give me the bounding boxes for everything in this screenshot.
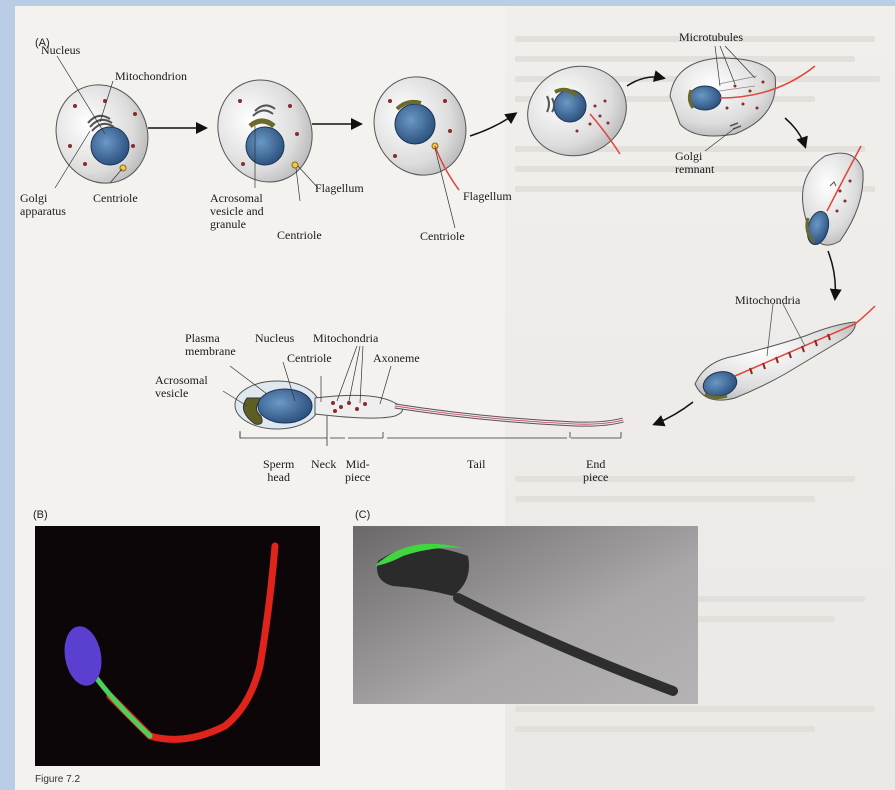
spermatid-stage-6 bbox=[803, 146, 864, 247]
label-acrosomal-vesicle-and-granule: Acrosomal vesicle and granule bbox=[210, 192, 264, 231]
label-centriole-2: Centriole bbox=[277, 229, 322, 242]
label-flagellum-1: Flagellum bbox=[315, 182, 364, 195]
textbook-page: (A) Nucleus Mitochondrion Golgi apparatu… bbox=[15, 6, 895, 790]
label-centriole-3: Centriole bbox=[420, 230, 465, 243]
fluorescent-sperm-micrograph bbox=[35, 526, 320, 766]
figure-caption: Figure 7.2 bbox=[35, 774, 80, 785]
phase-contrast-sperm-micrograph bbox=[353, 526, 698, 704]
label-mitochondria-2: Mitochondria bbox=[313, 332, 378, 345]
label-nucleus-2: Nucleus bbox=[255, 332, 294, 345]
spermatid-stage-7 bbox=[695, 304, 875, 400]
label-axoneme: Axoneme bbox=[373, 352, 420, 365]
label-acrosomal-vesicle: Acrosomal vesicle bbox=[155, 374, 208, 400]
mature-sperm bbox=[223, 346, 623, 446]
label-centriole-4: Centriole bbox=[287, 352, 332, 365]
panel-b-letter: (B) bbox=[33, 509, 48, 521]
window-frame-left bbox=[0, 0, 15, 790]
spermatid-stage-5 bbox=[670, 58, 815, 136]
spermatid-stage-3 bbox=[358, 62, 482, 191]
label-plasma-membrane: Plasma membrane bbox=[185, 332, 236, 358]
spermatid-stage-2 bbox=[201, 64, 328, 197]
spermatid-stage-1 bbox=[40, 70, 164, 199]
label-tail: Tail bbox=[467, 458, 486, 471]
panel-c-letter: (C) bbox=[355, 509, 370, 521]
label-flagellum-2: Flagellum bbox=[463, 190, 512, 203]
label-mitochondria-1: Mitochondria bbox=[735, 294, 800, 307]
label-midpiece: Mid- piece bbox=[345, 458, 370, 484]
spermatid-stage-4 bbox=[515, 53, 639, 170]
label-end-piece: End piece bbox=[583, 458, 608, 484]
label-sperm-head: Sperm head bbox=[263, 458, 294, 484]
label-microtubules: Microtubules bbox=[679, 31, 743, 44]
label-neck: Neck bbox=[311, 458, 336, 471]
label-centriole-1: Centriole bbox=[93, 192, 138, 205]
label-golgi-remnant: Golgi remnant bbox=[675, 150, 714, 176]
label-mitochondrion: Mitochondrion bbox=[115, 70, 187, 83]
label-golgi-apparatus: Golgi apparatus bbox=[20, 192, 66, 218]
label-nucleus: Nucleus bbox=[41, 44, 80, 57]
